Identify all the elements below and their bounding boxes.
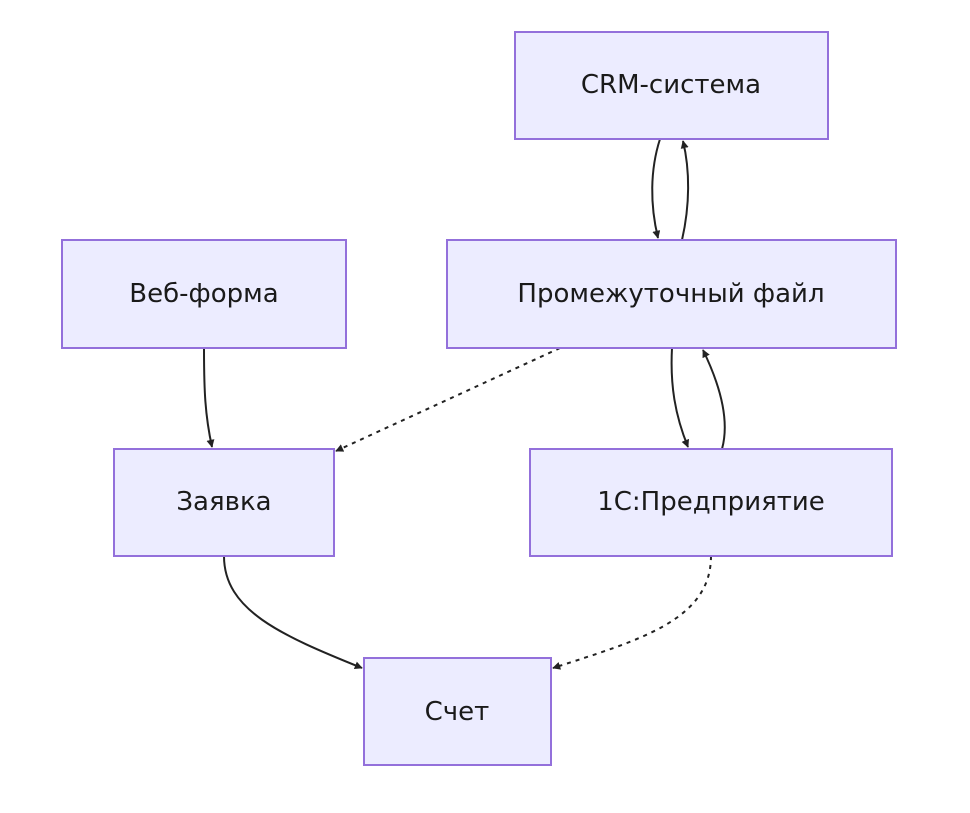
node-intermediate-file[interactable]: Промежуточный файл	[446, 239, 897, 349]
node-label: 1С:Предприятие	[597, 487, 825, 517]
node-invoice[interactable]: Счет	[363, 657, 552, 766]
node-label: Промежуточный файл	[517, 279, 824, 309]
node-1c-enterprise[interactable]: 1С:Предприятие	[529, 448, 893, 557]
node-label: Счет	[425, 697, 490, 727]
edge-crm-to-tmp	[651, 138, 661, 239]
edge-req-to-inv	[223, 555, 363, 670]
edge-tmp-to-onec	[670, 347, 689, 448]
node-label: Заявка	[176, 487, 271, 517]
edge-tmp-to-crm	[680, 140, 690, 241]
node-label: CRM-система	[581, 70, 761, 100]
edges-layer	[203, 138, 726, 670]
edge-onec-to-inv	[552, 555, 712, 670]
node-web-form[interactable]: Веб-форма	[61, 239, 347, 349]
edge-tmp-to-req	[335, 347, 561, 452]
node-label: Веб-форма	[129, 279, 278, 309]
edge-onec-to-tmp	[702, 349, 726, 450]
edge-web-to-req	[203, 347, 215, 448]
node-crm-system[interactable]: CRM-система	[514, 31, 829, 140]
node-request[interactable]: Заявка	[113, 448, 335, 557]
